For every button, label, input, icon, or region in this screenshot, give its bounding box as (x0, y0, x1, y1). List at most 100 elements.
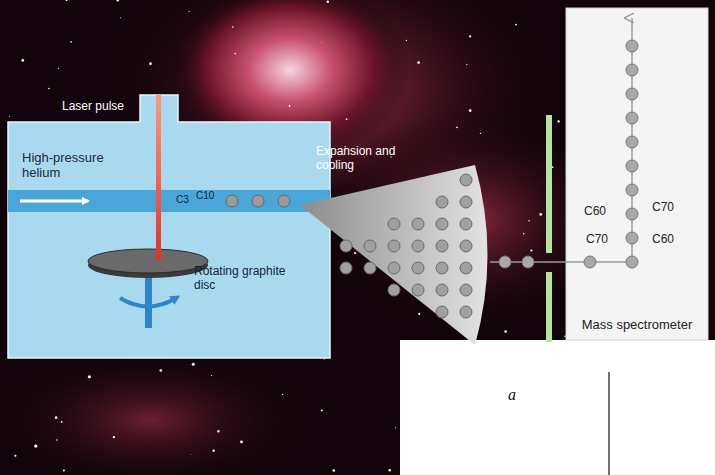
star (469, 35, 471, 37)
star (232, 26, 233, 27)
white-panel (400, 340, 715, 475)
cluster-dot (388, 240, 400, 252)
cluster-dot (460, 240, 472, 252)
cluster-dot (388, 284, 400, 296)
spectrometer-box (566, 8, 708, 340)
star (63, 470, 65, 472)
skimmer-plate (546, 115, 552, 253)
star (189, 11, 190, 12)
panel-letter: a (508, 386, 528, 404)
star (14, 455, 16, 457)
panel-line (608, 372, 609, 475)
star (56, 439, 57, 440)
star (321, 409, 323, 411)
cluster-dot (412, 262, 424, 274)
cluster-dot (460, 196, 472, 208)
cluster-dot (460, 174, 472, 186)
cluster-dot (460, 306, 472, 318)
cluster-dot (278, 195, 290, 207)
cluster-dot (626, 256, 638, 268)
cluster-dot (340, 262, 352, 274)
cluster-dot (364, 240, 376, 252)
helium-flow-band (8, 190, 330, 212)
cluster-dot (626, 184, 638, 196)
star (515, 24, 517, 26)
star (504, 330, 507, 333)
fullerene-label: C70 (586, 232, 618, 246)
cluster-dot (522, 256, 534, 268)
star (240, 441, 243, 444)
beam-dots (499, 40, 638, 268)
cluster-dot (626, 40, 638, 52)
cluster-dot (626, 160, 638, 172)
star (58, 68, 59, 69)
spectrometer-node: Mass spectrometer (566, 8, 708, 340)
skimmer-plate (546, 272, 552, 342)
star (321, 42, 323, 44)
cluster-dot (460, 262, 472, 274)
star (346, 118, 348, 120)
star (116, 0, 118, 2)
cluster-dot (340, 240, 352, 252)
cluster-dot (626, 136, 638, 148)
star (88, 375, 91, 378)
star (234, 53, 236, 55)
cluster-dot (626, 112, 638, 124)
cluster-dot (388, 262, 400, 274)
star (469, 109, 472, 112)
chamber-label: High-pressure helium (22, 150, 132, 180)
star (282, 394, 283, 395)
cluster-dot (626, 232, 638, 244)
star (48, 88, 50, 90)
star (289, 105, 291, 107)
star (388, 469, 390, 471)
cluster-dot (626, 64, 638, 76)
star (21, 59, 24, 62)
cluster-dot (436, 262, 448, 274)
star (323, 359, 325, 361)
cluster-dot (436, 240, 448, 252)
helium-chamber-node: High-pressure helium (8, 122, 330, 358)
cluster-dot (412, 284, 424, 296)
cluster-dot (436, 284, 448, 296)
star (466, 64, 467, 65)
star (212, 450, 214, 452)
cluster-dots (226, 174, 472, 318)
cluster-dot (626, 88, 638, 100)
species-label: C3 (176, 194, 196, 206)
star (55, 416, 57, 418)
star (149, 62, 152, 65)
disc-label: Rotating graphite disc (194, 264, 294, 292)
star (34, 444, 37, 447)
spectrometer-label: Mass spectrometer (570, 317, 704, 332)
star (9, 116, 10, 117)
cluster-dot (626, 208, 638, 220)
star (327, 1, 329, 3)
star (406, 40, 407, 41)
star (160, 369, 163, 372)
star (217, 430, 219, 432)
nebula (0, 350, 310, 475)
star (66, 0, 68, 1)
expansion-label: Expansion and cooling (316, 144, 408, 172)
helium-chamber (8, 95, 330, 358)
star (480, 133, 481, 134)
star (70, 41, 72, 43)
fullerene-label: C60 (652, 232, 684, 246)
fullerene-label: C70 (652, 200, 684, 214)
star (539, 213, 542, 216)
cluster-dot (584, 256, 596, 268)
star (395, 427, 396, 428)
laser-label: Laser pulse (62, 99, 147, 113)
species-label: C10 (196, 190, 222, 202)
cluster-dot (460, 218, 472, 230)
cluster-dot (460, 284, 472, 296)
rotation-arrow (120, 298, 176, 307)
star (333, 469, 336, 472)
star (113, 436, 115, 438)
cluster-dot (412, 240, 424, 252)
beam-path (490, 18, 632, 262)
cluster-dot (364, 262, 376, 274)
fullerene-label: C60 (584, 204, 616, 218)
cluster-dot (412, 218, 424, 230)
